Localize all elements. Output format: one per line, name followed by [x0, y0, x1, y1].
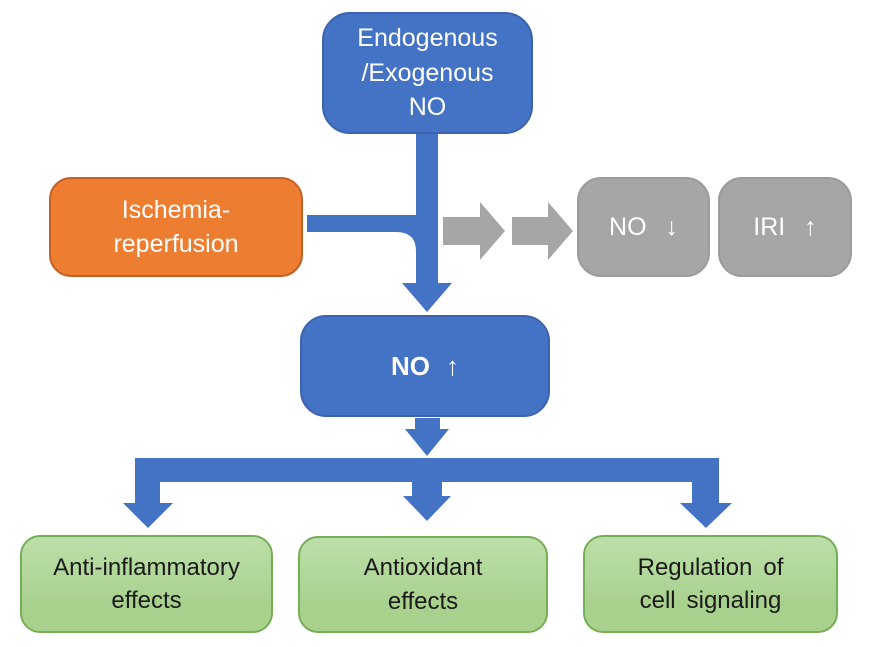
- node-endogenous-exogenous-no: Endogenous /Exogenous NO: [322, 12, 533, 134]
- node-iri-increase: IRI ↑: [718, 177, 852, 277]
- down-arrow-icon: [405, 418, 449, 456]
- node-ischemia-reperfusion-label: Ischemia- reperfusion: [113, 195, 239, 259]
- node-regulation-of-cell-signaling: Regulation of cell signaling: [583, 535, 838, 633]
- merge-down-arrow-icon: [307, 134, 452, 312]
- node-antioxidant-effects-label: Antioxidant effects: [363, 554, 483, 615]
- node-antioxidant-effects: Antioxidant effects: [298, 536, 548, 633]
- gray-right-arrow-icon: [443, 202, 505, 260]
- node-no-increase: NO ↑: [300, 315, 550, 417]
- node-anti-inflammatory-effects-label: Anti-inflammatory effects: [53, 553, 240, 614]
- three-way-branch-arrow-icon: [123, 458, 732, 528]
- node-anti-inflammatory-effects: Anti-inflammatory effects: [20, 535, 273, 633]
- node-iri-increase-label: IRI ↑: [753, 212, 817, 241]
- up-arrow-glyph: ↑: [446, 350, 459, 381]
- node-no-decrease: NO ↓: [577, 177, 710, 277]
- node-ischemia-reperfusion: Ischemia- reperfusion: [49, 177, 303, 277]
- node-no-decrease-label: NO ↓: [609, 212, 678, 241]
- node-regulation-of-cell-signaling-label: Regulation of cell signaling: [637, 553, 784, 614]
- gray-right-arrow-icon: [512, 202, 573, 260]
- node-no-increase-label: NO: [391, 350, 430, 381]
- node-endogenous-exogenous-no-label: Endogenous /Exogenous NO: [357, 24, 498, 122]
